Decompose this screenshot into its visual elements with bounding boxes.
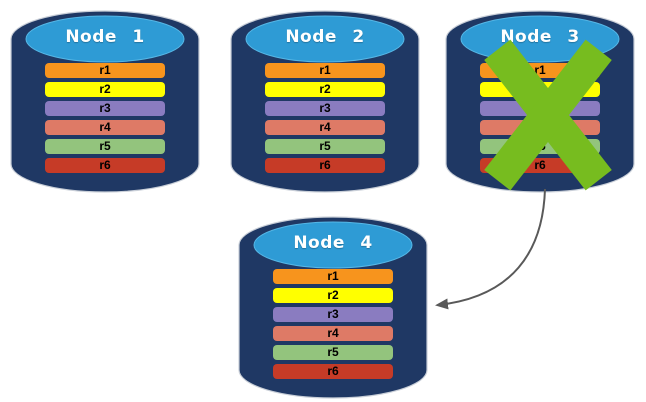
replica-row: r3: [45, 101, 165, 116]
replica-row-label: r1: [327, 269, 339, 283]
replica-row-label: r2: [327, 288, 339, 302]
node-4: Node 4 r1 r2 r3 r4 r5 r6: [238, 212, 428, 402]
replica-row: r2: [273, 288, 393, 303]
replica-row: r6: [45, 158, 165, 173]
node-title: Node 4: [293, 233, 373, 253]
replica-row: r2: [265, 82, 385, 97]
replica-row: r4: [265, 120, 385, 135]
replica-row: r1: [273, 269, 393, 284]
node-2: Node 2 r1 r2 r3 r4 r5 r6: [230, 6, 420, 196]
replica-row-label: r6: [319, 158, 331, 172]
replica-row: r3: [265, 101, 385, 116]
failure-x-icon: [484, 39, 612, 191]
replica-row-label: r1: [319, 63, 331, 77]
replica-row: r1: [45, 63, 165, 78]
replica-rows: r1 r2 r3 r4 r5 r6: [230, 63, 420, 177]
replica-row-label: r3: [319, 101, 331, 115]
replica-row: r3: [273, 307, 393, 322]
replica-row-label: r6: [327, 364, 339, 378]
replica-row: r2: [45, 82, 165, 97]
replica-row: r5: [45, 139, 165, 154]
replica-row-label: r2: [99, 82, 111, 96]
node-title: Node 2: [285, 27, 365, 47]
replica-row-label: r4: [319, 120, 331, 134]
replica-row-label: r4: [327, 326, 339, 340]
replica-row-label: r3: [327, 307, 339, 321]
replica-row: r4: [273, 326, 393, 341]
replica-row-label: r6: [99, 158, 111, 172]
replica-rows: r1 r2 r3 r4 r5 r6: [10, 63, 200, 177]
node-title: Node 1: [65, 27, 145, 47]
replica-row: r6: [265, 158, 385, 173]
replica-row-label: r1: [534, 63, 546, 77]
replica-row-label: r1: [99, 63, 111, 77]
replica-row-label: r5: [327, 345, 339, 359]
replica-row: r1: [265, 63, 385, 78]
replica-row: r5: [265, 139, 385, 154]
replica-row-label: r5: [99, 139, 111, 153]
replica-row-label: r3: [99, 101, 111, 115]
replica-row-label: r2: [319, 82, 331, 96]
replica-rows: r1 r2 r3 r4 r5 r6: [238, 269, 428, 383]
replica-row: r5: [273, 345, 393, 360]
replica-row-label: r6: [534, 158, 546, 172]
node-title: Node 3: [500, 27, 580, 47]
node-1: Node 1 r1 r2 r3 r4 r5 r6: [10, 6, 200, 196]
replica-row-label: r4: [99, 120, 111, 134]
replica-row-label: r5: [319, 139, 331, 153]
replica-row: r4: [45, 120, 165, 135]
node-3: Node 3 r1 r2 r3 r4 r5 r6: [445, 6, 635, 196]
replica-row: r6: [273, 364, 393, 379]
